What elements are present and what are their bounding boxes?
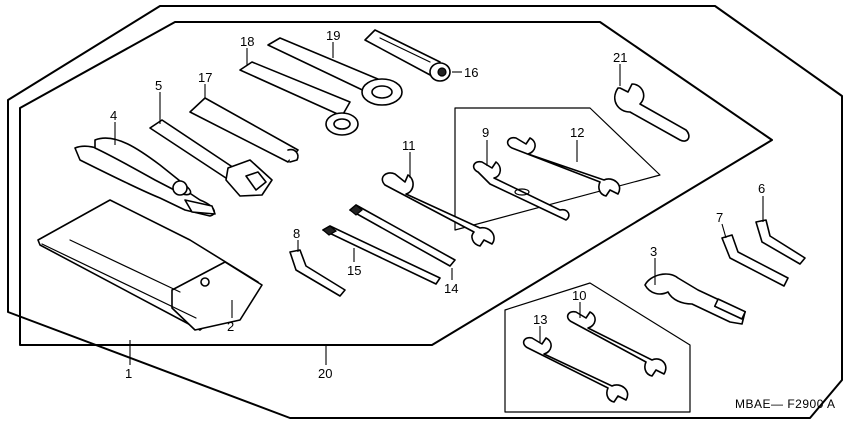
inner-frame [19,21,773,346]
callout-1: 1 [125,366,132,381]
outer-frame [7,5,843,419]
callout-9: 9 [482,125,489,140]
callout-17: 17 [198,70,212,85]
socket-wrench [149,119,273,197]
callout-7: 7 [716,210,723,225]
callout-2: 2 [227,319,234,334]
wrench-group-box-upper [454,107,661,231]
callout-numbers: 1 2 3 4 5 6 7 8 9 10 11 12 13 14 15 16 1… [110,28,765,381]
callout-8: 8 [293,226,300,241]
callout-13: 13 [533,312,547,327]
callout-12: 12 [570,125,584,140]
callout-20: 20 [318,366,332,381]
screwdriver-14 [349,204,456,267]
callout-5: 5 [155,78,162,93]
callout-4: 4 [110,108,117,123]
diagram-code: MBAE— F2900 A [735,397,836,411]
callout-3: 3 [650,244,657,259]
callout-18: 18 [240,34,254,49]
pliers [74,137,216,217]
callout-15: 15 [347,263,361,278]
wrench-group-box-lower [504,282,691,413]
hex-key-7 [721,234,789,287]
screwdriver-15 [321,225,441,285]
hex-key-6 [755,219,806,265]
callout-16: 16 [464,65,478,80]
hook-spanner [644,273,747,325]
callout-6: 6 [758,181,765,196]
flat-bar [189,97,299,163]
leader-lines [114,42,764,365]
callout-10: 10 [572,288,586,303]
screwdriver-handle [364,29,451,82]
open-wrench-12 [506,136,621,197]
flat-wrench [239,61,351,117]
hex-key-8 [289,249,346,297]
callout-14: 14 [444,281,458,296]
callout-21: 21 [613,50,627,65]
callout-11: 11 [402,138,416,153]
callout-19: 19 [326,28,340,43]
open-wrench-10 [566,310,667,377]
open-wrench-9 [472,160,570,221]
open-wrench-11 [381,172,495,247]
box-wrench [267,37,403,136]
open-wrench-13 [522,336,629,403]
pin-spanner [614,83,690,142]
tool-bag [37,199,263,331]
